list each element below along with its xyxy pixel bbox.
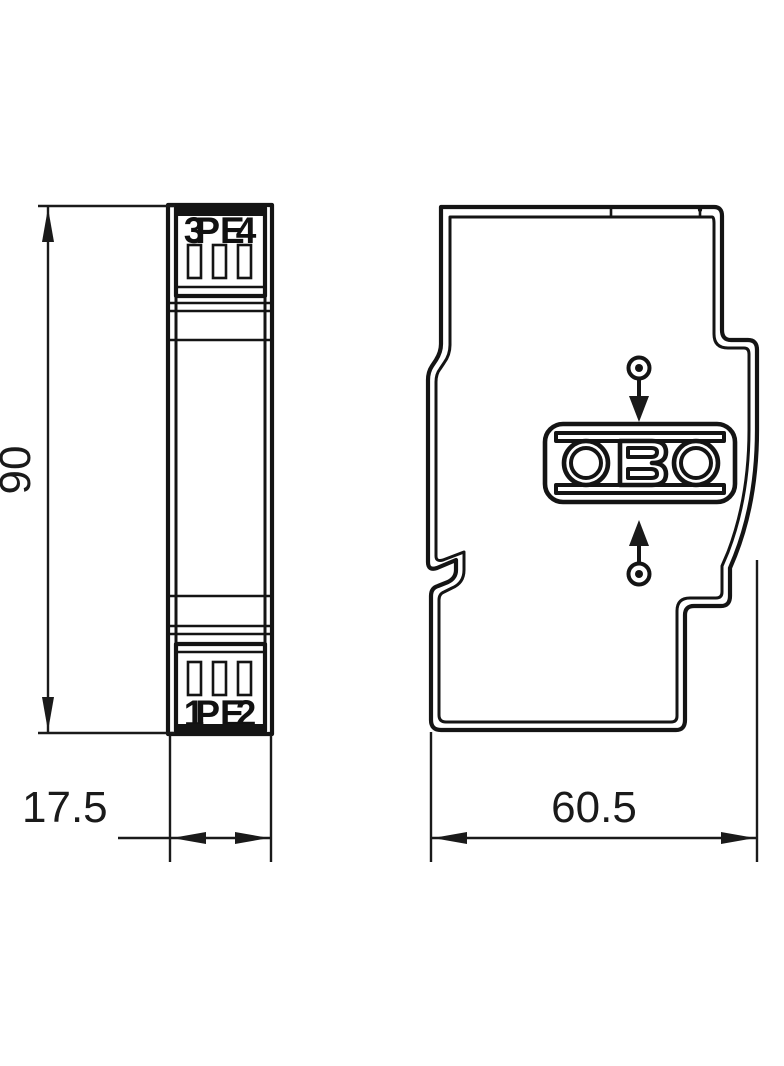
arrow-up-marker: [626, 520, 652, 587]
top-terminal-slots: [186, 243, 253, 280]
dimension-label-depth: 60.5: [551, 783, 637, 832]
dimension-height-90: 90: [0, 204, 175, 735]
side-view: [425, 204, 760, 733]
bottom-terminal-label-2: 2: [236, 693, 257, 734]
obo-logo-letter-o-right: [671, 438, 721, 488]
top-terminal-label-4: 4: [236, 210, 257, 251]
obo-logo: [542, 421, 738, 505]
bottom-terminal-slots: [186, 660, 253, 697]
side-view-top-ticks: [609, 207, 702, 217]
dimension-depth-60-5: 60.5: [429, 560, 759, 862]
arrow-down-marker: [626, 355, 652, 422]
top-terminal-label-pe: PE: [195, 210, 244, 251]
front-view: 3 PE 4 1 PE 2: [165, 202, 275, 737]
dimension-label-height: 90: [0, 446, 40, 495]
front-view-body-segments: [169, 301, 271, 636]
top-terminal-block: 3 PE 4: [173, 205, 268, 299]
bottom-terminal-label-1: 1: [184, 693, 205, 734]
obo-logo-letter-b: [617, 438, 669, 488]
obo-logo-badge: [542, 421, 738, 505]
bottom-terminal-block: 1 PE 2: [173, 641, 268, 734]
dimension-width-17-5: 17.5: [22, 735, 273, 862]
top-terminal-label-3: 3: [184, 210, 205, 251]
obo-logo-letter-o-left: [561, 438, 611, 488]
top-terminal-cap: [178, 209, 263, 216]
bottom-terminal-cap: [178, 724, 263, 731]
dimension-label-width: 17.5: [22, 783, 108, 832]
